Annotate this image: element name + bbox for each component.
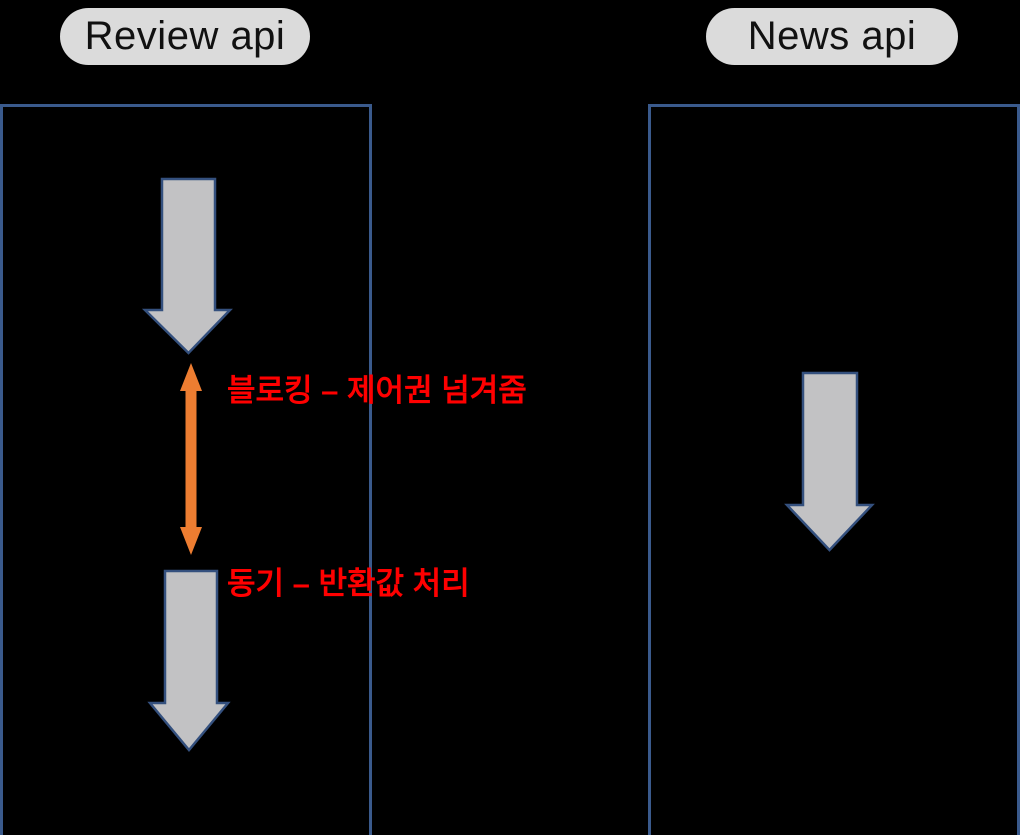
review-api-lane (0, 104, 372, 835)
news-api-lane (648, 104, 1020, 835)
review-api-pill: Review api (60, 8, 310, 65)
news-api-pill-label: News api (747, 14, 917, 58)
blocking-annotation: 블로킹 – 제어권 넘겨줌 (227, 373, 527, 408)
review-api-pill-label: Review api (84, 14, 286, 58)
sync-annotation: 동기 – 반환값 처리 (227, 566, 470, 601)
news-api-pill: News api (706, 8, 958, 65)
